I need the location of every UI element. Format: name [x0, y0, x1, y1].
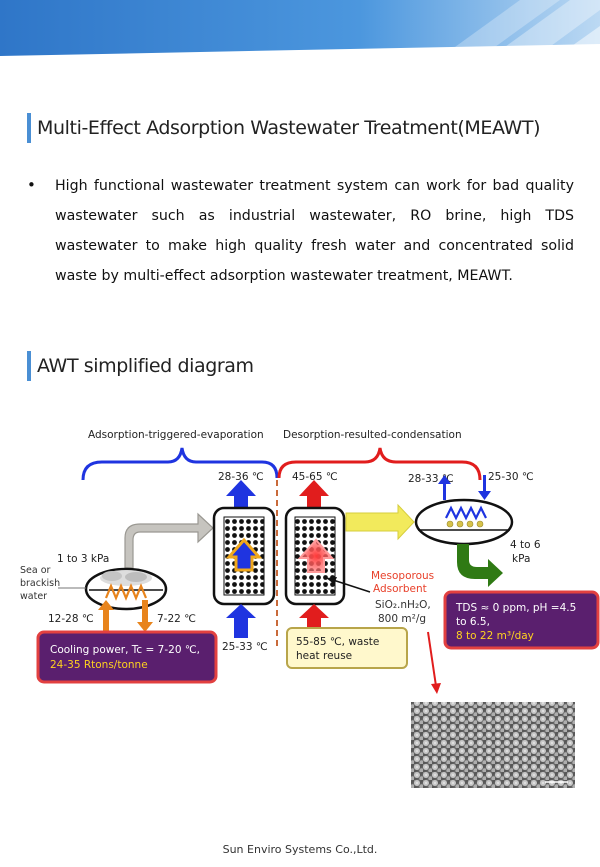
brace-blue — [81, 447, 279, 481]
source-line2: brackish — [20, 578, 60, 589]
adsorbent-area: 800 m²/g — [378, 613, 426, 625]
header-banner — [0, 0, 600, 65]
brace-right-label: Desorption-resulted-condensation — [283, 429, 462, 441]
temp-top-left: 28-36 ℃ — [218, 471, 264, 483]
cooling-power-box — [36, 630, 218, 684]
desorber-in-arrow — [299, 604, 329, 638]
cooling-water-in-arrow — [478, 475, 491, 500]
adsorbent-pointer — [329, 578, 371, 593]
adsorber-out-arrow — [226, 480, 256, 508]
micrograph-pointer — [427, 631, 437, 687]
chilled-in-arrow — [98, 600, 114, 632]
adsorber-in-arrow — [226, 604, 256, 638]
bullet-marker: • — [27, 176, 36, 194]
pressure-right-b: kPa — [512, 553, 530, 565]
bullet-paragraph: High functional wastewater treatment sys… — [55, 178, 574, 284]
cooling-line1: Cooling power, Tc = 7-20 ℃, — [50, 644, 200, 656]
output-line2: to 6.5, — [456, 616, 490, 628]
cooling-water-out-arrow — [438, 475, 451, 500]
condensing-vapor-arrow — [345, 503, 415, 541]
condenser-vessel — [414, 498, 514, 546]
temp-bottom-mid: 25-33 ℃ — [222, 641, 268, 653]
adsorber-internal-arrow — [225, 537, 263, 572]
source-line1: Sea or — [20, 565, 51, 576]
temp-top-mid: 45-65 ℃ — [292, 471, 338, 483]
awt-diagram: Adsorption-triggered-evaporation Desorpt… — [20, 429, 600, 788]
waste-heat-line1: 55-85 ℃, waste — [296, 636, 379, 648]
fresh-water-arrow — [457, 544, 503, 587]
adsorbent-formula: SiO₂.nH₂O, — [375, 599, 431, 611]
brace-left-label: Adsorption-triggered-evaporation — [88, 429, 264, 441]
desorber-internal-arrow — [297, 538, 335, 573]
product-water-box — [443, 590, 600, 650]
chilled-out-arrow — [137, 600, 153, 632]
section-title-diagram: AWT simplified diagram — [27, 351, 254, 381]
brace-red — [277, 447, 482, 481]
desorber-out-arrow — [299, 480, 329, 508]
temp-bottom-left-b: 7-22 ℃ — [157, 613, 196, 625]
adsorbent-line2: Adsorbent — [373, 583, 427, 595]
output-line1: TDS ≈ 0 ppm, pH =4.5 — [455, 602, 576, 614]
section-title-meawt: Multi-Effect Adsorption Wastewater Treat… — [27, 113, 541, 143]
sem-micrograph — [411, 702, 575, 788]
pressure-right-a: 4 to 6 — [510, 539, 541, 551]
cooling-line2: 24-35 Rtons/tonne — [50, 659, 148, 671]
waste-heat-box — [286, 627, 408, 669]
condenser-coil — [445, 505, 487, 521]
condensate-droplets — [446, 520, 484, 528]
temp-bottom-left-a: 12-28 ℃ — [48, 613, 94, 625]
adsorbent-line1: Mesoporous — [371, 570, 434, 582]
waste-heat-line2: heat reuse — [296, 650, 352, 662]
temp-top-right-b: 25-30 ℃ — [488, 471, 534, 483]
footer-company: Sun Enviro Systems Co.,Ltd. — [222, 843, 378, 856]
evaporator-coil — [104, 583, 148, 601]
pressure-left: 1 to 3 kPa — [57, 553, 109, 565]
vapor-arrow — [124, 512, 214, 569]
output-line3: 8 to 22 m³/day — [456, 630, 534, 642]
source-line3: water — [20, 591, 47, 602]
